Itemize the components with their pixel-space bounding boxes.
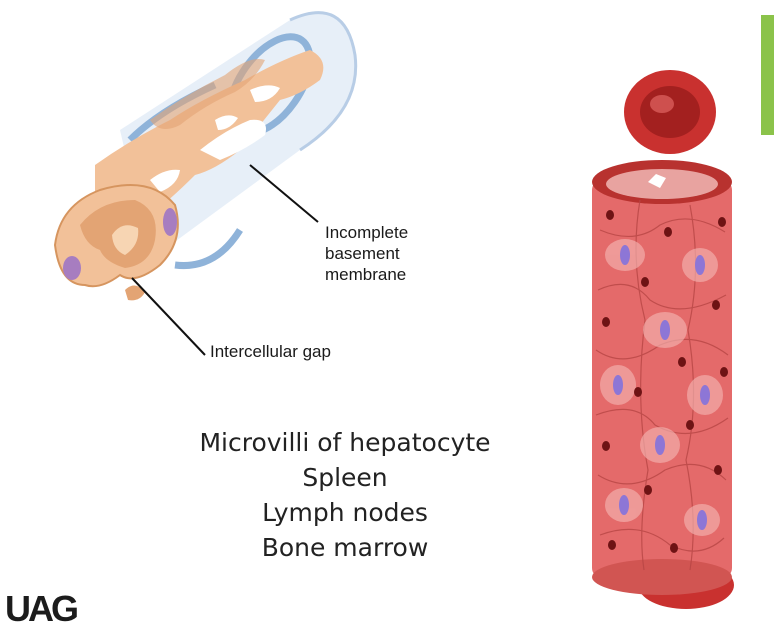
nucleus	[63, 256, 81, 280]
sinusoid-illustration	[592, 70, 734, 609]
label-line: Incomplete	[325, 223, 409, 242]
uag-logo: UAG	[5, 588, 79, 629]
location-item: Bone marrow	[261, 533, 429, 562]
label-line: basement	[325, 244, 400, 263]
red-blood-cell-top	[624, 70, 716, 154]
sinusoid-vessel	[592, 160, 732, 595]
basement-membrane-label: Incomplete basement membrane	[325, 222, 465, 285]
intercellular-gap-label: Intercellular gap	[210, 342, 331, 361]
fenestrations	[602, 210, 728, 553]
discontinuous-capillary-illustration	[53, 11, 358, 356]
pointer-line-gap	[131, 277, 206, 356]
green-accent-bar	[761, 15, 774, 135]
capillary-cut-end	[53, 184, 179, 301]
endothelial-cells	[95, 50, 324, 231]
label-line: membrane	[325, 265, 407, 284]
location-item: Spleen	[302, 463, 388, 492]
location-list: Microvilli of hepatocyte Spleen Lymph no…	[150, 425, 540, 565]
location-item: Lymph nodes	[262, 498, 428, 527]
location-item: Microvilli of hepatocyte	[199, 428, 491, 457]
nuclei	[613, 245, 710, 530]
nucleus	[163, 208, 177, 236]
pointer-line-basement	[249, 164, 319, 223]
